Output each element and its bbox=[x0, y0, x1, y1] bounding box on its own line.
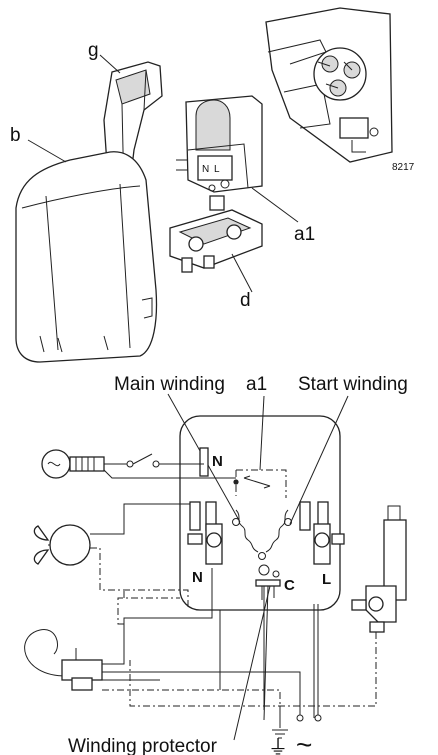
label-a1: a1 bbox=[294, 224, 315, 245]
relay-housing bbox=[179, 415, 341, 611]
part-d-terminal-block bbox=[169, 195, 263, 273]
svg-text:N: N bbox=[202, 164, 209, 175]
label-start-winding: Start winding bbox=[298, 374, 408, 395]
lamp-icon bbox=[41, 449, 105, 479]
label-d: d bbox=[240, 290, 251, 311]
terminal-n-top: N bbox=[212, 453, 223, 470]
wiring-diagram: Main winding a1 Start winding N bbox=[24, 374, 408, 755]
svg-text:L: L bbox=[214, 164, 220, 175]
label-winding-protector: Winding protector bbox=[68, 736, 218, 755]
part-b-cover bbox=[15, 151, 158, 363]
part-a1-relay: N L bbox=[176, 95, 263, 193]
label-a1-diagram: a1 bbox=[246, 374, 267, 395]
ground-symbol: ⏚ bbox=[268, 737, 288, 755]
label-main-winding: Main winding bbox=[114, 374, 225, 395]
exploded-view: g b N L a1 bbox=[10, 7, 415, 363]
label-g: g bbox=[88, 40, 99, 61]
ac-symbol: ~ bbox=[296, 729, 312, 755]
thermostat-icon bbox=[24, 629, 103, 691]
label-b: b bbox=[10, 125, 21, 146]
part-terminal-housing bbox=[265, 7, 393, 163]
fan-motor-icon bbox=[33, 524, 91, 566]
terminal-l: L bbox=[322, 571, 331, 588]
start-device-icon bbox=[351, 505, 407, 633]
drawing-code: 8217 bbox=[392, 162, 415, 173]
terminal-c: C bbox=[284, 577, 295, 594]
terminal-n-bottom: N bbox=[192, 569, 203, 586]
